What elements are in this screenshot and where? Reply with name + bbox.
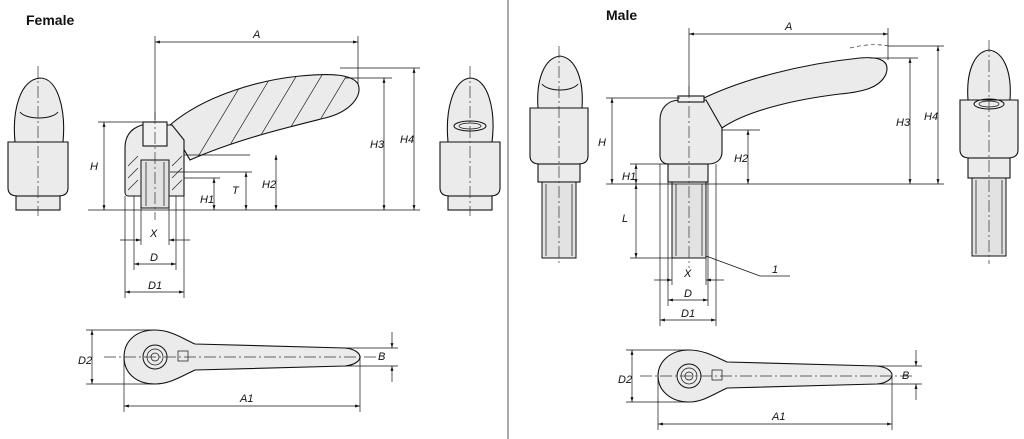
female-side-view xyxy=(124,74,360,220)
female-title: Female xyxy=(26,12,74,28)
male-top-view: D2 B A1 xyxy=(618,349,922,430)
male-label-d1: D1 xyxy=(681,308,695,320)
female-label-h3: H3 xyxy=(370,139,385,151)
female-label-h1: H1 xyxy=(200,194,214,206)
female-label-h4: H4 xyxy=(400,134,414,146)
female-label-d2: D2 xyxy=(78,355,92,367)
male-side-view: 1 xyxy=(659,57,888,277)
female-label-x: X xyxy=(149,228,158,240)
male-end-view-left xyxy=(529,46,589,266)
male-label-h2: H2 xyxy=(734,153,748,165)
male-label-l: L xyxy=(622,213,628,225)
male-label-d2: D2 xyxy=(618,374,632,386)
male-dimensions: A H H1 L H2 H3 H4 xyxy=(598,21,944,326)
female-label-b: B xyxy=(378,351,385,363)
female-label-a: A xyxy=(252,29,260,41)
male-label-d: D xyxy=(684,288,692,300)
male-label-x: X xyxy=(683,268,692,280)
female-label-h2: H2 xyxy=(262,179,276,191)
male-label-b: B xyxy=(902,370,909,382)
male-label-a1: A1 xyxy=(771,411,785,423)
male-end-view-right xyxy=(959,40,1019,264)
male-label-h4: H4 xyxy=(924,111,938,123)
female-end-view-right xyxy=(439,66,501,216)
male-view: Male xyxy=(529,7,1019,430)
male-callout-1: 1 xyxy=(772,264,778,276)
female-top-view: D2 B A1 xyxy=(78,329,398,412)
female-label-d: D xyxy=(150,252,158,264)
female-label-t: T xyxy=(232,185,240,197)
male-label-a: A xyxy=(784,21,792,33)
female-label-h: H xyxy=(90,161,98,173)
male-label-h: H xyxy=(598,137,606,149)
male-label-h1: H1 xyxy=(622,171,636,183)
female-view: Female xyxy=(7,12,501,412)
male-label-h3: H3 xyxy=(896,117,911,129)
male-title: Male xyxy=(606,7,637,23)
female-end-view-left xyxy=(7,66,69,216)
female-label-a1: A1 xyxy=(239,393,253,405)
female-label-d1: D1 xyxy=(148,280,162,292)
female-dimensions: A H H1 T H2 H3 H4 xyxy=(88,29,420,298)
